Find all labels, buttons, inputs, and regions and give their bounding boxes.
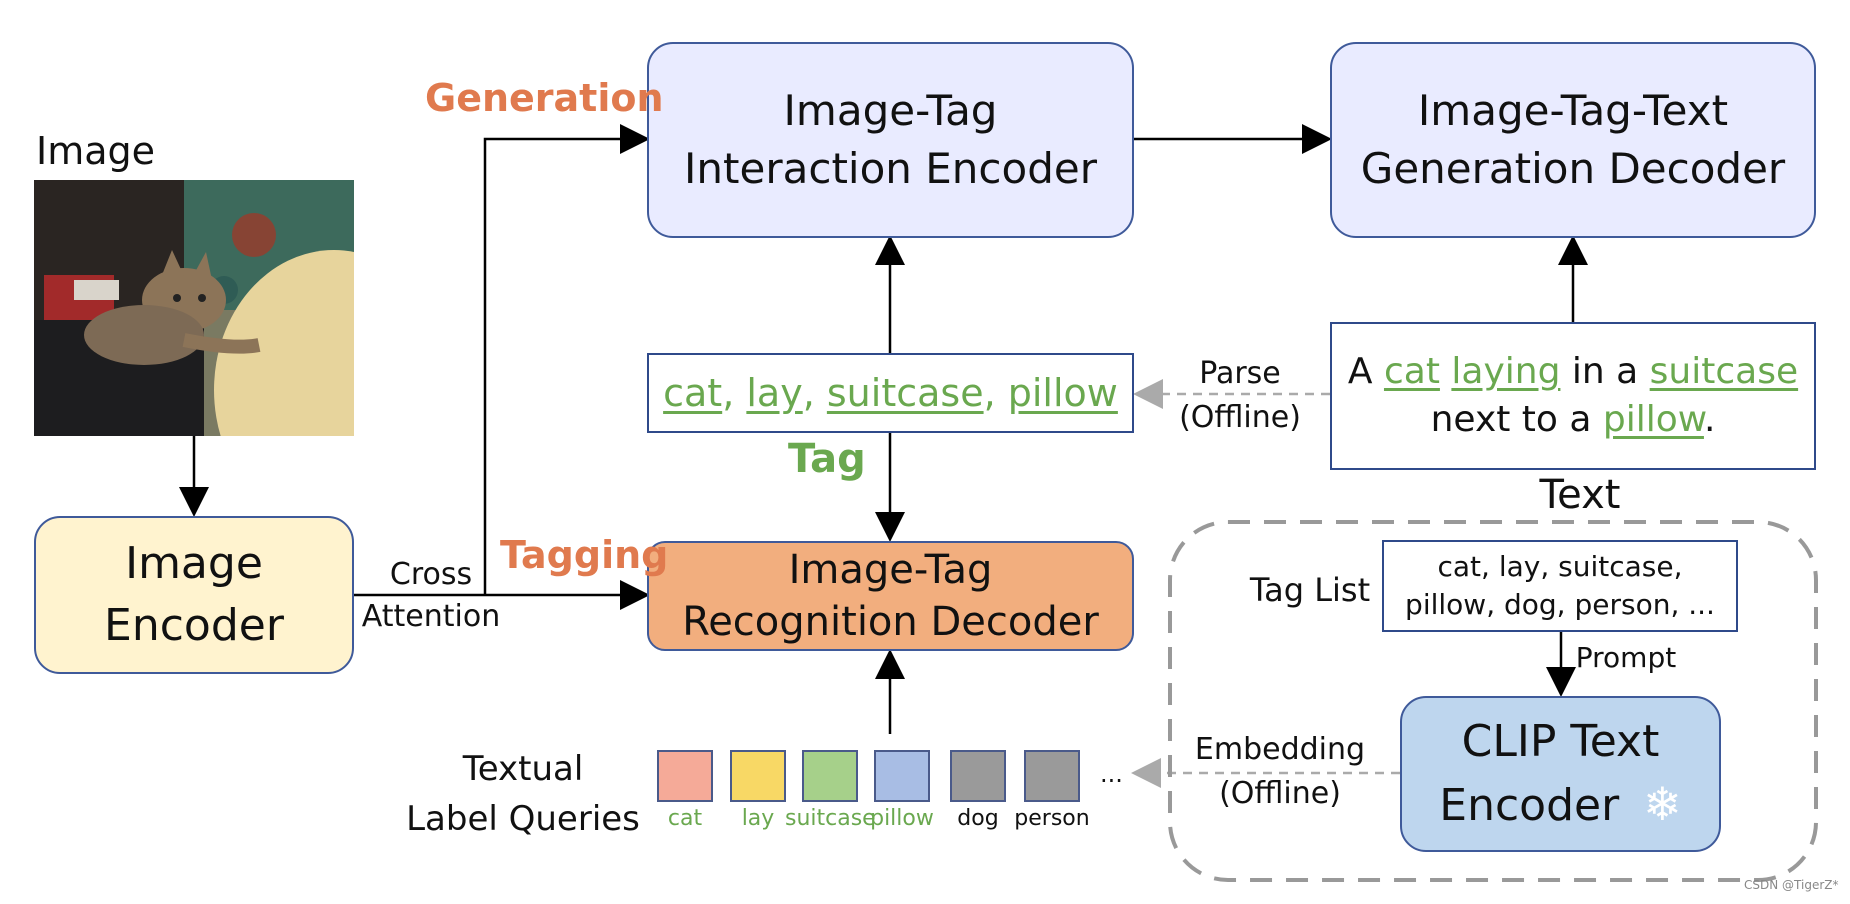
tag-suitcase: suitcase xyxy=(826,371,984,415)
caption-word: A xyxy=(1347,351,1384,392)
label-queries-text: Label Queries xyxy=(406,799,640,839)
query-label-dog: dog xyxy=(957,806,999,831)
query-square-person xyxy=(1024,750,1080,802)
caption-line2: next to a pillow. xyxy=(1431,396,1716,444)
caption-word xyxy=(1440,351,1451,392)
image-encoder-box: Image Encoder xyxy=(34,516,354,674)
recognition-decoder-line2: Recognition Decoder xyxy=(682,599,1099,645)
interaction-encoder-line1: Image-Tag xyxy=(783,86,998,135)
watermark: CSDN @TigerZ* xyxy=(1744,878,1839,892)
cat-photo xyxy=(34,180,354,436)
query-square-cat xyxy=(657,750,713,802)
parse-label: Parse (Offline) xyxy=(1170,352,1310,440)
tag-list-line2: pillow, dog, person, ... xyxy=(1405,588,1715,621)
interaction-encoder-line2: Interaction Encoder xyxy=(684,144,1097,193)
text-label: Text xyxy=(1539,472,1621,518)
generation-decoder-box: Image-Tag-Text Generation Decoder xyxy=(1330,42,1816,238)
snowflake-icon: ❄ xyxy=(1643,777,1682,831)
image-title: Image xyxy=(36,129,156,173)
query-label-suitcase: suitcase xyxy=(785,806,876,831)
clip-encoder-line1: CLIP Text xyxy=(1461,716,1660,767)
caption-tag-suitcase: suitcase xyxy=(1649,351,1799,392)
embedding-label: Embedding (Offline) xyxy=(1185,728,1375,816)
caption-word: next to a xyxy=(1430,399,1603,440)
tag-sep: , xyxy=(802,371,827,415)
cross-label: Cross xyxy=(389,557,473,592)
tag-cat: cat xyxy=(663,371,723,415)
query-ellipsis: ... xyxy=(1100,760,1123,788)
tag-sep: , xyxy=(722,371,747,415)
query-label-pillow: pillow xyxy=(870,806,934,831)
image-encoder-line1: Image xyxy=(125,538,263,589)
embedding-offline-text: (Offline) xyxy=(1219,776,1341,811)
query-label-cat: cat xyxy=(667,806,703,831)
clip-encoder-line2-text: Encoder xyxy=(1439,780,1620,831)
generation-label: Generation xyxy=(425,76,664,120)
tag-line: cat, lay, suitcase, pillow xyxy=(663,371,1118,415)
caption-tag-pillow: pillow xyxy=(1602,399,1704,440)
query-label-lay: lay xyxy=(741,806,775,831)
tag-list-label: Tag List xyxy=(1249,571,1371,609)
tag-sep: , xyxy=(983,371,1008,415)
caption-word: . xyxy=(1703,399,1716,440)
textual-text: Textual xyxy=(462,749,584,789)
prompt-label: Prompt xyxy=(1575,641,1677,674)
clip-text-encoder-box: CLIP Text Encoder ❄ xyxy=(1400,696,1721,852)
clip-encoder-line2: Encoder ❄ xyxy=(1439,773,1681,837)
embedding-text: Embedding xyxy=(1194,732,1366,767)
query-square-lay xyxy=(730,750,786,802)
tag-list-line1: cat, lay, suitcase, xyxy=(1437,550,1683,583)
caption-box: A cat laying in a suitcase next to a pil… xyxy=(1330,322,1816,470)
query-label-person: person xyxy=(1014,806,1090,831)
caption-tag-cat: cat xyxy=(1383,351,1440,392)
tag-pillow: pillow xyxy=(1007,371,1118,415)
textual-label-queries: Textual Label Queries xyxy=(400,744,646,844)
image-encoder-line2: Encoder xyxy=(104,600,284,651)
generation-decoder-line1: Image-Tag-Text xyxy=(1417,86,1729,135)
query-square-dog xyxy=(950,750,1006,802)
tag-lay: lay xyxy=(746,371,803,415)
query-square-pillow xyxy=(874,750,930,802)
recognition-decoder-line1: Image-Tag xyxy=(788,547,993,593)
attention-label: Attention xyxy=(361,599,501,634)
tag-line-box: cat, lay, suitcase, pillow xyxy=(647,353,1134,433)
caption-tag-laying: laying xyxy=(1451,351,1561,392)
query-square-suitcase xyxy=(802,750,858,802)
tag-list-box: cat, lay, suitcase, pillow, dog, person,… xyxy=(1382,540,1738,632)
caption-line1: A cat laying in a suitcase xyxy=(1348,348,1798,396)
tagging-label: Tagging xyxy=(500,533,669,577)
cross-attention-label: Cross Attention xyxy=(356,554,506,638)
tag-label: Tag xyxy=(788,436,866,482)
interaction-encoder-box: Image-Tag Interaction Encoder xyxy=(647,42,1134,238)
generation-decoder-line2: Generation Decoder xyxy=(1360,144,1786,193)
recognition-decoder-box: Image-Tag Recognition Decoder xyxy=(647,541,1134,651)
caption-word: in a xyxy=(1560,351,1650,392)
parse-text: Parse xyxy=(1199,356,1281,391)
parse-offline-text: (Offline) xyxy=(1179,400,1301,435)
